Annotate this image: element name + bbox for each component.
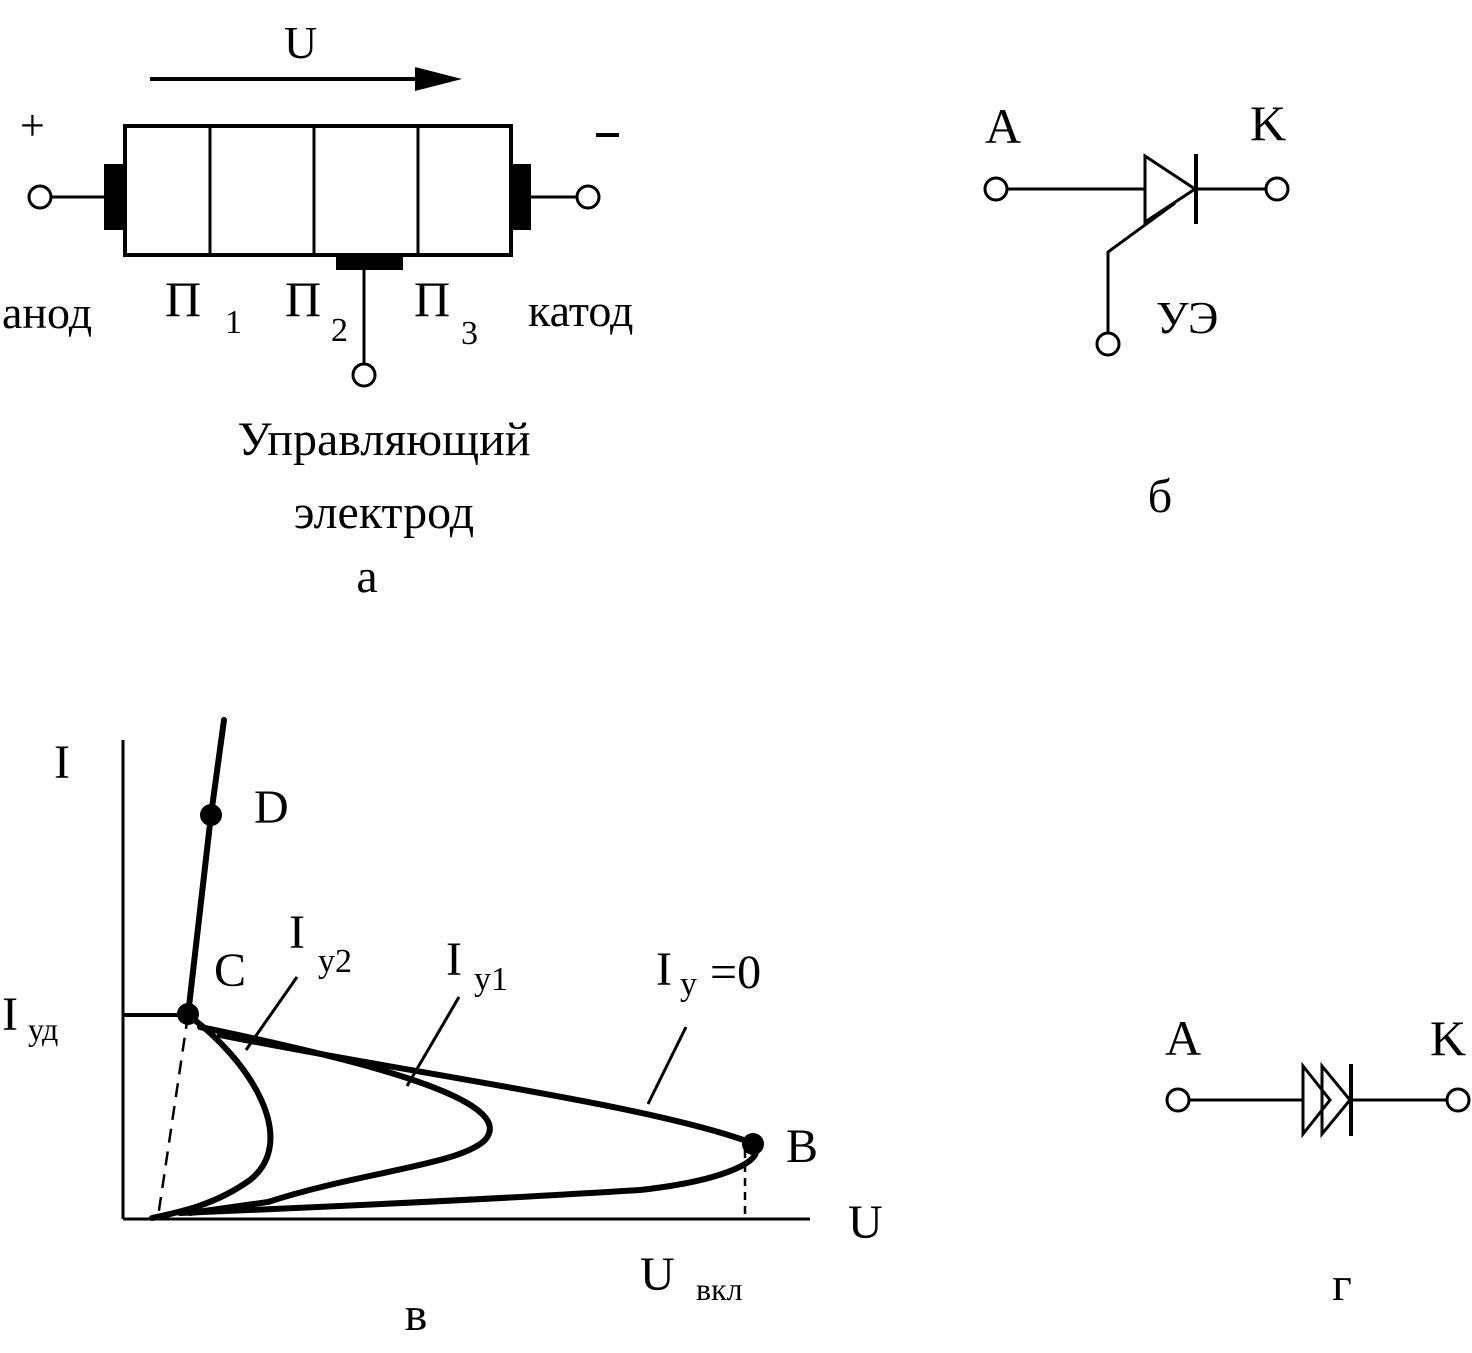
anode-label-b: A bbox=[985, 98, 1021, 154]
gate-wire-b bbox=[1106, 201, 1176, 332]
point-b-label: B bbox=[786, 1120, 818, 1173]
caption-b: б bbox=[1148, 470, 1172, 523]
anode-terminal bbox=[27, 184, 53, 210]
cathode-terminal-b bbox=[1264, 176, 1290, 202]
panel-a-structure: U + анод катод П 1 П 2 П 3 Управляющий э… bbox=[2, 17, 633, 603]
gate-label-line2: электрод bbox=[294, 486, 474, 539]
leader-iy0 bbox=[646, 1026, 688, 1105]
curve-iy0-subscript: у bbox=[680, 966, 697, 1003]
semiconductor-body bbox=[123, 124, 513, 257]
curve-iy2-label: I bbox=[289, 906, 305, 959]
y-axis-label: I bbox=[54, 736, 70, 789]
leader-iy1 bbox=[405, 996, 461, 1087]
p1-label: П bbox=[165, 271, 201, 327]
gate-label-line1: Управляющий bbox=[237, 413, 530, 466]
p2-subscript: 2 bbox=[331, 312, 348, 349]
curve-iy0 bbox=[177, 1032, 760, 1216]
leader-iy2 bbox=[244, 976, 299, 1051]
curve-iy1-subscript: у1 bbox=[474, 961, 508, 998]
curve-iy2-subscript: у2 bbox=[318, 943, 352, 980]
caption-v: в bbox=[405, 1288, 428, 1341]
diode-triangle-g1 bbox=[1301, 1061, 1332, 1139]
p3-subscript: 3 bbox=[461, 315, 478, 352]
anode-label: анод bbox=[2, 287, 92, 338]
cathode-label-b: K bbox=[1250, 95, 1286, 151]
switch-voltage-label: U bbox=[640, 1248, 675, 1301]
curve-iy2 bbox=[149, 1012, 274, 1221]
gate-terminal bbox=[351, 362, 377, 388]
caption-g: г bbox=[1332, 1258, 1352, 1311]
diode-triangle-b bbox=[1143, 153, 1198, 225]
panel-g-symbol: A K г bbox=[1165, 1010, 1471, 1311]
anode-terminal-b bbox=[983, 176, 1009, 202]
hold-current-subscript: уд bbox=[28, 1011, 58, 1047]
p3-label: П bbox=[414, 271, 450, 327]
dashed-extension-c bbox=[156, 1014, 190, 1218]
gate-terminal-b bbox=[1095, 331, 1121, 357]
cathode-label-g: K bbox=[1430, 1010, 1466, 1066]
cathode-terminal-g bbox=[1445, 1087, 1471, 1113]
curve-iy0-suffix: =0 bbox=[710, 946, 761, 999]
cathode-contact bbox=[511, 164, 531, 230]
anode-contact bbox=[104, 164, 124, 230]
diode-triangle-g2 bbox=[1320, 1061, 1352, 1139]
point-c-label: C bbox=[214, 944, 246, 997]
switch-voltage-subscript: вкл bbox=[696, 1271, 743, 1307]
point-b-marker bbox=[742, 1133, 764, 1155]
point-d-label: D bbox=[254, 781, 289, 834]
point-c-marker bbox=[177, 1003, 199, 1025]
x-axis-label: U bbox=[848, 1196, 883, 1249]
p1-subscript: 1 bbox=[225, 304, 242, 341]
caption-a: а bbox=[356, 550, 377, 603]
panel-b-symbol: A K УЭ б bbox=[983, 95, 1290, 523]
voltage-arrow-head bbox=[415, 67, 462, 91]
curve-iy1-label: I bbox=[446, 933, 462, 986]
gate-label-b: УЭ bbox=[1156, 292, 1218, 343]
panel-v-characteristic: I U I уд D C B I у2 I у1 I у =0 bbox=[2, 717, 883, 1341]
hold-current-label: I bbox=[2, 988, 18, 1041]
anode-label-g: A bbox=[1165, 1010, 1201, 1066]
point-d-marker bbox=[200, 804, 222, 826]
plus-sign: + bbox=[20, 101, 45, 150]
gate-contact bbox=[336, 255, 403, 270]
curve-iy0-label: I bbox=[656, 943, 672, 996]
p2-label: П bbox=[285, 271, 321, 327]
cathode-terminal bbox=[575, 184, 601, 210]
cathode-label: катод bbox=[528, 285, 633, 336]
anode-terminal-g bbox=[1165, 1087, 1191, 1113]
voltage-label: U bbox=[284, 17, 317, 68]
